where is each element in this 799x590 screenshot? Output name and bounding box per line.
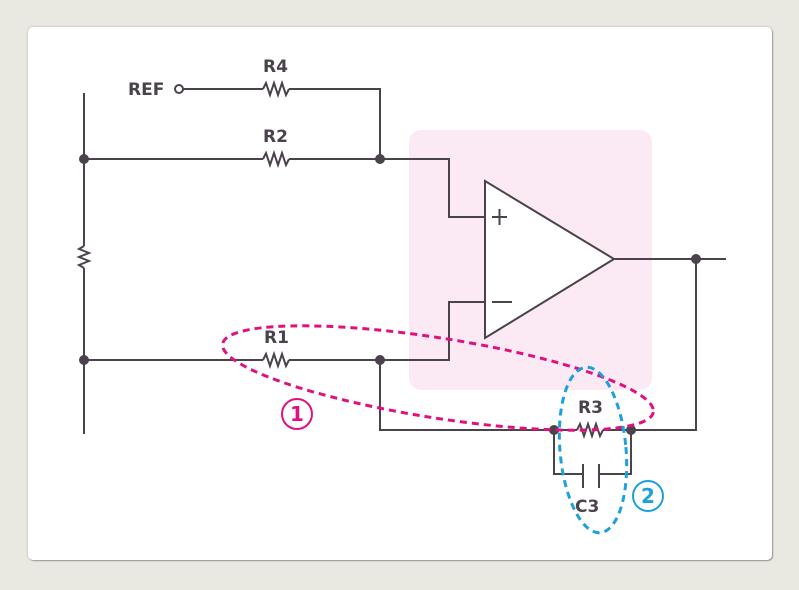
- noninverting-input-wire: [289, 158, 485, 218]
- annotation-1-ellipse: [221, 324, 655, 432]
- r4-label: R4: [263, 57, 288, 77]
- annotation-2-number: 2: [641, 484, 655, 508]
- feedback-wire-left: [379, 360, 554, 431]
- r4-wire: [289, 88, 381, 159]
- left-resistor: [76, 245, 92, 269]
- r1-label: R1: [264, 328, 289, 348]
- annotation-2-badge: [632, 480, 664, 512]
- junction-dots: [79, 154, 701, 435]
- junction-dot: [375, 154, 385, 164]
- r3-resistor: [576, 420, 604, 440]
- r3-label: R3: [578, 398, 603, 418]
- c3-label: C3: [575, 497, 599, 517]
- junction-dot: [549, 425, 559, 435]
- junction-dot: [691, 254, 701, 264]
- junction-dot: [375, 355, 385, 365]
- r1-resistor: [262, 350, 290, 370]
- plus-sign-icon: [492, 209, 507, 225]
- junction-dot: [79, 154, 89, 164]
- annotation-2-ellipse: [557, 365, 629, 535]
- opamp-triangle: [484, 179, 616, 340]
- ref-terminal-icon: [174, 84, 184, 94]
- annotation-1-badge: [281, 398, 313, 430]
- r4-resistor: [262, 79, 290, 99]
- r2-resistor: [262, 149, 290, 169]
- annotation-1-number: 1: [290, 402, 304, 426]
- c3-capacitor: [582, 464, 600, 488]
- c3-wire: [553, 430, 632, 475]
- ref-label: REF: [128, 80, 164, 100]
- r2-label: R2: [263, 127, 288, 147]
- inverting-input-wire: [289, 301, 485, 361]
- feedback-wire-right: [631, 259, 697, 431]
- junction-dot: [79, 355, 89, 365]
